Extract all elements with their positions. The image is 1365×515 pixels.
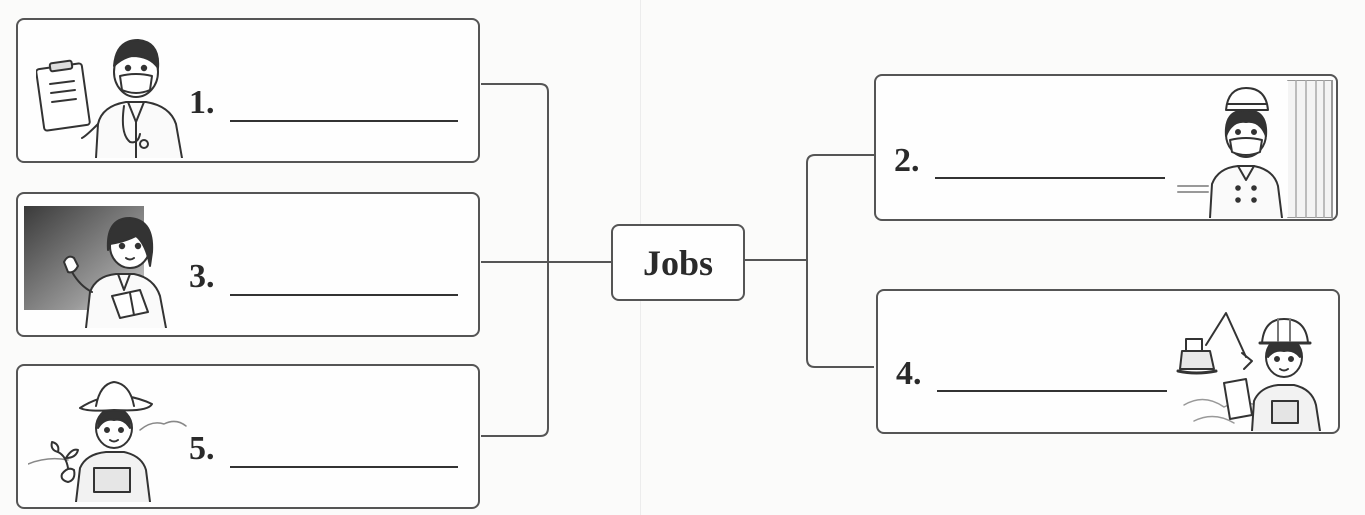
- card-3-answer-line[interactable]: [230, 294, 458, 296]
- doctor-icon: [36, 39, 183, 158]
- connector-right-top: [806, 154, 874, 260]
- teacher-icon: [24, 206, 167, 328]
- card-3-number: 3.: [189, 258, 215, 295]
- card-5-answer-line[interactable]: [230, 466, 458, 468]
- job-card-5: 5.: [16, 364, 480, 509]
- card-5-number: 5.: [189, 430, 215, 467]
- job-card-4: 4.: [876, 289, 1340, 434]
- connector-left-bottom: [481, 262, 549, 437]
- card-1-answer-line[interactable]: [230, 120, 458, 122]
- connector-left-top: [481, 83, 549, 262]
- builder-icon: [1176, 312, 1321, 431]
- job-card-1: 1.: [16, 18, 480, 163]
- card-4-answer-line[interactable]: [937, 390, 1167, 392]
- jobs-title: Jobs: [642, 242, 714, 283]
- farmer-icon: [28, 381, 187, 502]
- job-card-3: 3.: [16, 192, 480, 337]
- jobs-center-box: Jobs: [611, 224, 745, 301]
- connector-right-bottom: [806, 260, 874, 368]
- nurse-icon: [1177, 80, 1333, 218]
- card-2-answer-line[interactable]: [935, 177, 1165, 179]
- job-card-2: 2.: [874, 74, 1338, 221]
- card-4-number: 4.: [896, 355, 922, 392]
- card-2-number: 2.: [894, 142, 920, 179]
- card-1-number: 1.: [189, 84, 215, 121]
